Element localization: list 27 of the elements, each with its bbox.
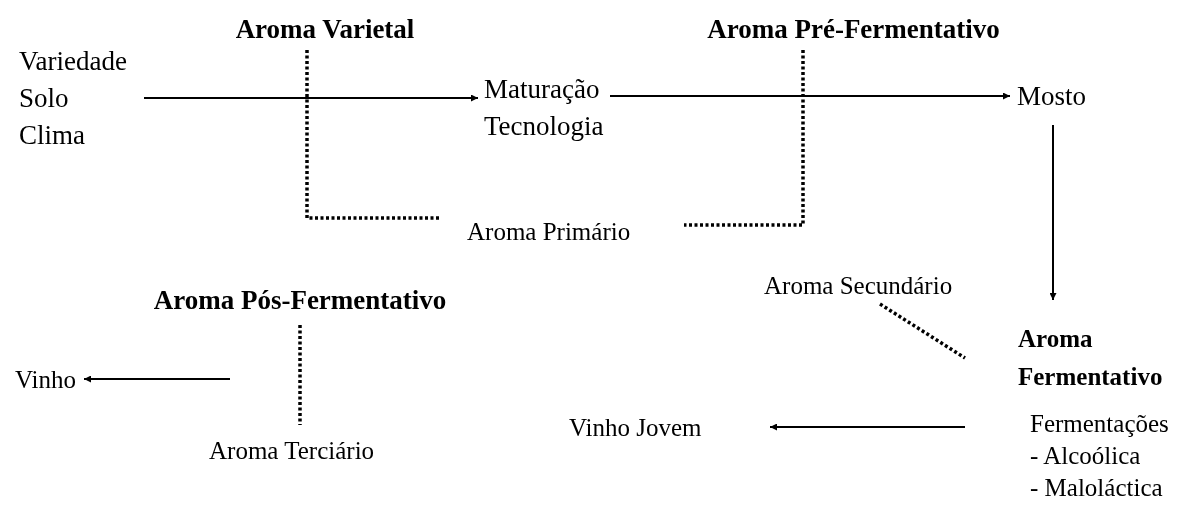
heading-text: Aroma Fermentativo <box>1018 324 1164 392</box>
arrow <box>609 92 1011 100</box>
label-text: Mosto <box>1017 80 1088 113</box>
dotted-line <box>305 50 440 220</box>
label-text: Solo <box>19 81 70 115</box>
dotted-line <box>684 50 805 227</box>
arrow <box>143 94 479 102</box>
label-text: Aroma Terciário <box>209 435 376 466</box>
label-text: - Maloláctica <box>1030 473 1164 503</box>
label-text: - Alcoólica <box>1030 441 1142 471</box>
arrow <box>83 375 231 383</box>
label-text: Clima <box>19 118 86 152</box>
label-text: Vinho Jovem <box>569 412 703 443</box>
label-text: Aroma Secundário <box>764 270 954 301</box>
label-text: Aroma Primário <box>467 216 632 247</box>
arrow <box>1049 124 1057 301</box>
label-text: Variedade <box>19 44 128 78</box>
label-text: Maturação <box>484 73 601 106</box>
label-text: Tecnologia <box>484 110 605 143</box>
heading-text: Aroma Pós-Fermentativo <box>153 283 447 317</box>
dotted-line <box>879 302 966 360</box>
label-text: Vinho <box>15 364 77 395</box>
heading-text: Aroma Varietal <box>235 12 415 46</box>
label-text: Fermentações <box>1030 409 1170 439</box>
arrow <box>769 423 966 431</box>
dotted-line <box>298 325 302 425</box>
heading-text: Aroma Pré-Fermentativo <box>707 12 1000 46</box>
